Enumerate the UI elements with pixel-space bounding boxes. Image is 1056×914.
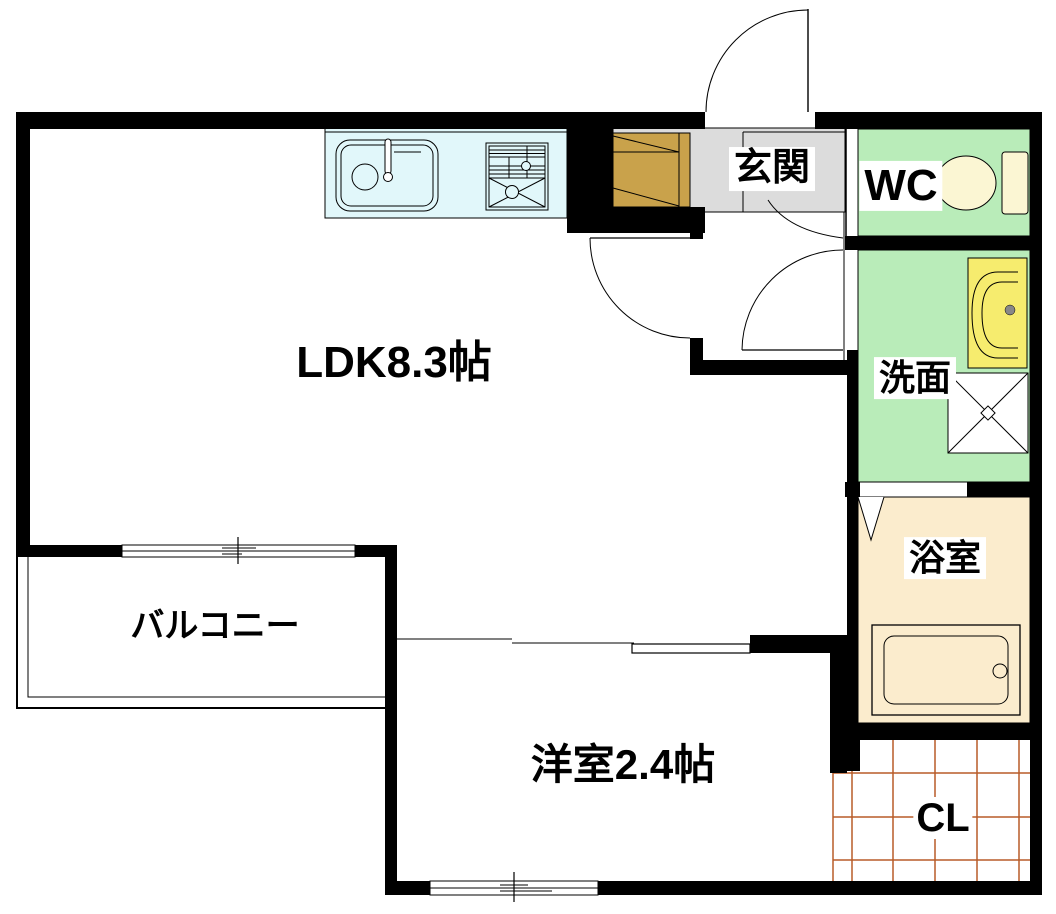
washroom-label: 洗面 bbox=[873, 357, 957, 399]
bathroom-floor bbox=[857, 496, 1031, 724]
balcony-railing-icon bbox=[16, 557, 385, 709]
sliding-partition-icon bbox=[397, 638, 751, 654]
ldk-door-icon bbox=[589, 237, 691, 339]
wc-door-swing-icon bbox=[767, 199, 844, 239]
shoe-cabinet-icon bbox=[612, 132, 691, 208]
kitchen-counter bbox=[324, 127, 568, 219]
western-room-label: 洋室2.4帖 bbox=[530, 740, 716, 788]
walls bbox=[16, 112, 1042, 895]
entry-door-icon bbox=[705, 9, 809, 113]
western-room-window-icon bbox=[429, 872, 599, 902]
wc-label: WC bbox=[859, 160, 943, 212]
vanity-basin-icon bbox=[967, 257, 1028, 369]
closet-label: CL bbox=[913, 797, 973, 839]
balcony-label: バルコニー bbox=[130, 607, 300, 646]
toilet-icon bbox=[935, 151, 1029, 215]
folding-bath-door-icon bbox=[857, 496, 885, 542]
washing-machine-pan-icon bbox=[947, 372, 1029, 454]
kitchen-sink-icon bbox=[335, 138, 439, 212]
washroom-door-icon bbox=[741, 249, 844, 351]
bathroom-label: 浴室 bbox=[903, 537, 987, 579]
ldk-label: LDK8.3帖 bbox=[296, 337, 492, 387]
ldk-window-icon bbox=[121, 537, 356, 564]
bathtub-icon bbox=[871, 624, 1021, 716]
gas-stove-icon bbox=[485, 142, 549, 211]
genkan-label: 玄関 bbox=[728, 147, 816, 191]
